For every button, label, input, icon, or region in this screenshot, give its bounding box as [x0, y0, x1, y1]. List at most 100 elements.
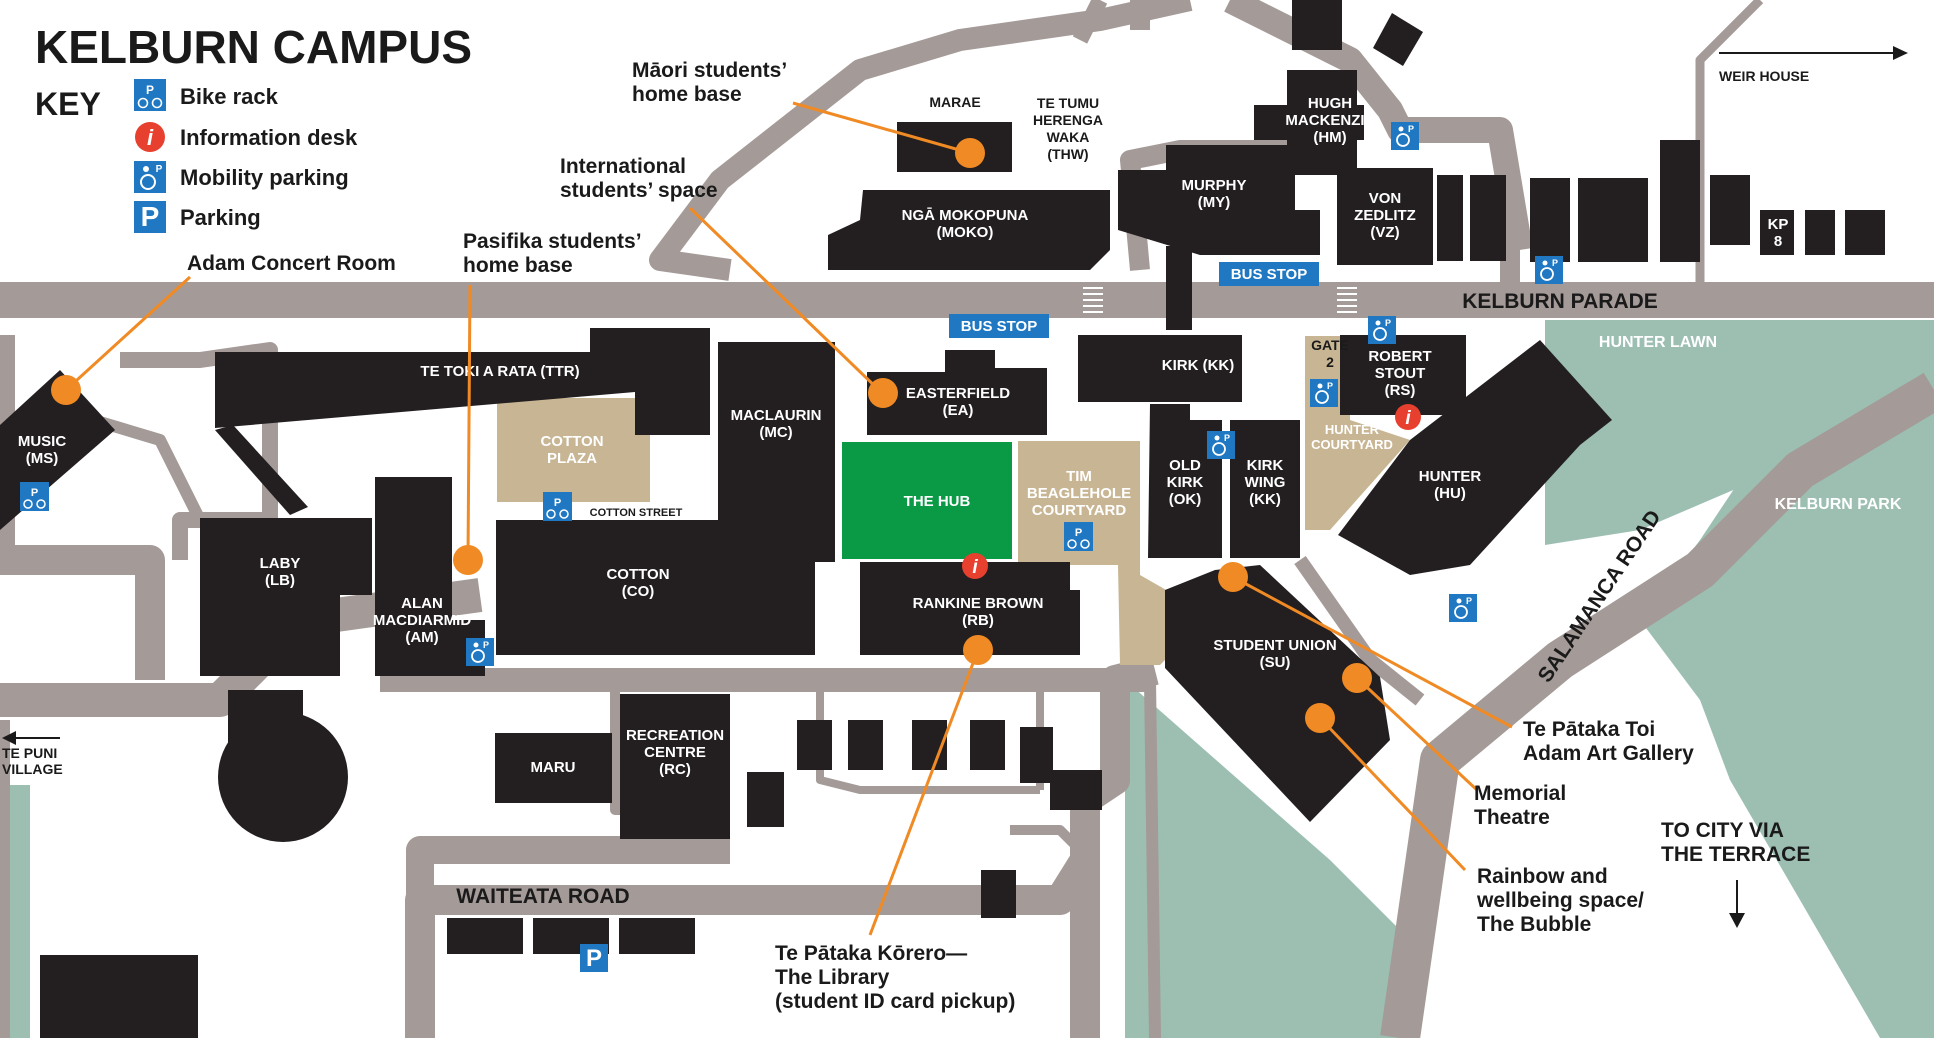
info-desk-icon[interactable]: i [1395, 404, 1421, 430]
north-row-2[interactable] [1578, 178, 1648, 262]
key-item-label: Information desk [180, 125, 358, 150]
tim-label-2: BEAGLEHOLE [1027, 485, 1131, 502]
dot-easterfield[interactable] [868, 378, 898, 408]
hunter-building[interactable] [1338, 340, 1612, 575]
leader-library [868, 649, 980, 936]
dot-art-gallery[interactable] [1218, 562, 1248, 592]
bike-rack-icon[interactable]: P [20, 482, 49, 511]
parking-icon[interactable]: P [580, 944, 608, 972]
laby-building[interactable] [200, 518, 372, 676]
south-box-1[interactable] [747, 772, 784, 827]
north-row-1[interactable] [1530, 178, 1570, 262]
south-box-8[interactable] [981, 870, 1016, 918]
callout-maori-2: home base [632, 83, 742, 106]
marae-building[interactable] [897, 122, 1012, 172]
bus-stop-north[interactable]: BUS STOP [1219, 262, 1319, 286]
south-west-block[interactable] [40, 955, 198, 1038]
round-building-base[interactable] [228, 690, 303, 750]
student-union-building[interactable] [1165, 565, 1390, 822]
mobility-parking-icon[interactable]: P [1535, 256, 1563, 284]
south-box-5[interactable] [970, 720, 1005, 770]
ttr-building[interactable] [215, 328, 710, 435]
mobility-parking-icon[interactable]: P [1207, 431, 1235, 459]
vz-building[interactable] [1337, 168, 1433, 265]
mobility-glyph: P [1466, 596, 1472, 606]
south-box-7[interactable] [1050, 770, 1102, 810]
moko-building[interactable] [828, 190, 1110, 270]
vz-annex-2[interactable] [1470, 175, 1506, 261]
dot-rainbow[interactable] [1305, 703, 1335, 733]
waiteata-box-3[interactable] [619, 918, 695, 954]
building-top-2[interactable] [1373, 13, 1423, 66]
gate2-label-1: GATE [1311, 337, 1349, 353]
north-row-3[interactable] [1660, 140, 1700, 262]
ttr-walkway[interactable] [215, 425, 308, 515]
murphy-building[interactable] [1118, 145, 1320, 255]
easterfield-building[interactable] [867, 350, 1047, 435]
campus-inner-west [0, 335, 165, 680]
north-row-5[interactable] [1805, 210, 1835, 255]
marae-label: MARAE [929, 94, 980, 110]
buildings[interactable] [0, 0, 1885, 1038]
south-box-6[interactable] [1020, 727, 1053, 783]
laby-label-2: (LB) [265, 572, 295, 589]
moko-label-1: NGĀ MOKOPUNA [902, 207, 1029, 224]
hunter-label-2: (HU) [1434, 485, 1466, 502]
cotton-street-label: COTTON STREET [590, 507, 683, 519]
dot-memorial[interactable] [1342, 663, 1372, 693]
dot-library[interactable] [963, 635, 993, 665]
dot-marae[interactable] [955, 138, 985, 168]
mobility-parking-icon[interactable]: P [1391, 122, 1419, 150]
north-row-6[interactable] [1845, 210, 1885, 255]
kirk-wing-building[interactable] [1230, 420, 1300, 558]
info-desk-icon[interactable]: i [962, 553, 988, 579]
kirk-connector[interactable] [1166, 246, 1192, 330]
dot-pasifika[interactable] [453, 545, 483, 575]
maru-building[interactable] [495, 733, 612, 803]
north-row-4[interactable] [1710, 175, 1750, 245]
rankine-building[interactable] [860, 562, 1080, 655]
parking-icon: P [134, 201, 166, 233]
easterfield-label-2: (EA) [943, 402, 974, 419]
kirk-building[interactable] [1078, 335, 1242, 402]
tetumu-label-1: TE TUMU [1037, 95, 1099, 111]
am-building[interactable] [375, 477, 485, 676]
huntercourt-label-1: HUNTER [1325, 422, 1380, 437]
north-top-loop [1072, 0, 1108, 44]
callout-adam-concert: Adam Concert Room [187, 252, 396, 275]
mobility-parking-icon[interactable]: P [1310, 379, 1338, 407]
robert-stout-building[interactable] [1340, 335, 1466, 415]
tim-beaglehole-area [1018, 441, 1210, 665]
waiteata-box-1[interactable] [447, 918, 523, 954]
bus-stop-central[interactable]: BUS STOP [949, 314, 1049, 338]
old-kirk-building[interactable] [1148, 404, 1222, 558]
mobility-parking-icon[interactable]: P [1449, 594, 1477, 622]
hugh-building-2[interactable] [1287, 70, 1357, 175]
music-label-1: MUSIC [18, 433, 67, 450]
callout-international-1: International [560, 155, 686, 178]
bike-rack-icon[interactable]: P [1064, 522, 1093, 551]
maclaurin-label-1: MACLAURIN [731, 407, 822, 424]
laby-label-1: LABY [260, 555, 301, 572]
vz-annex-1[interactable] [1437, 175, 1463, 261]
mobility-parking-icon[interactable]: P [466, 638, 494, 666]
tepuni-arrow-icon [2, 731, 60, 745]
vz-label-1: VON [1369, 190, 1402, 207]
hub-building[interactable] [842, 442, 1012, 559]
south-box-2[interactable] [797, 720, 832, 770]
south-box-3[interactable] [848, 720, 883, 770]
waiteata-road [405, 655, 1159, 1038]
recreation-building[interactable] [620, 694, 730, 839]
su-annex[interactable] [1200, 574, 1272, 613]
building-top-1[interactable] [1292, 0, 1342, 50]
leader-memorial [1355, 676, 1479, 792]
dot-music[interactable] [51, 375, 81, 405]
leader-adam-concert [64, 275, 192, 392]
mobility-parking-icon: P [134, 161, 166, 193]
kp8-building[interactable] [1760, 210, 1794, 255]
gate2-label-2: 2 [1326, 354, 1334, 370]
bike-rack-icon[interactable]: P [543, 492, 572, 521]
mobility-parking-icon[interactable]: P [1368, 316, 1396, 344]
cotton-building[interactable] [496, 520, 815, 655]
